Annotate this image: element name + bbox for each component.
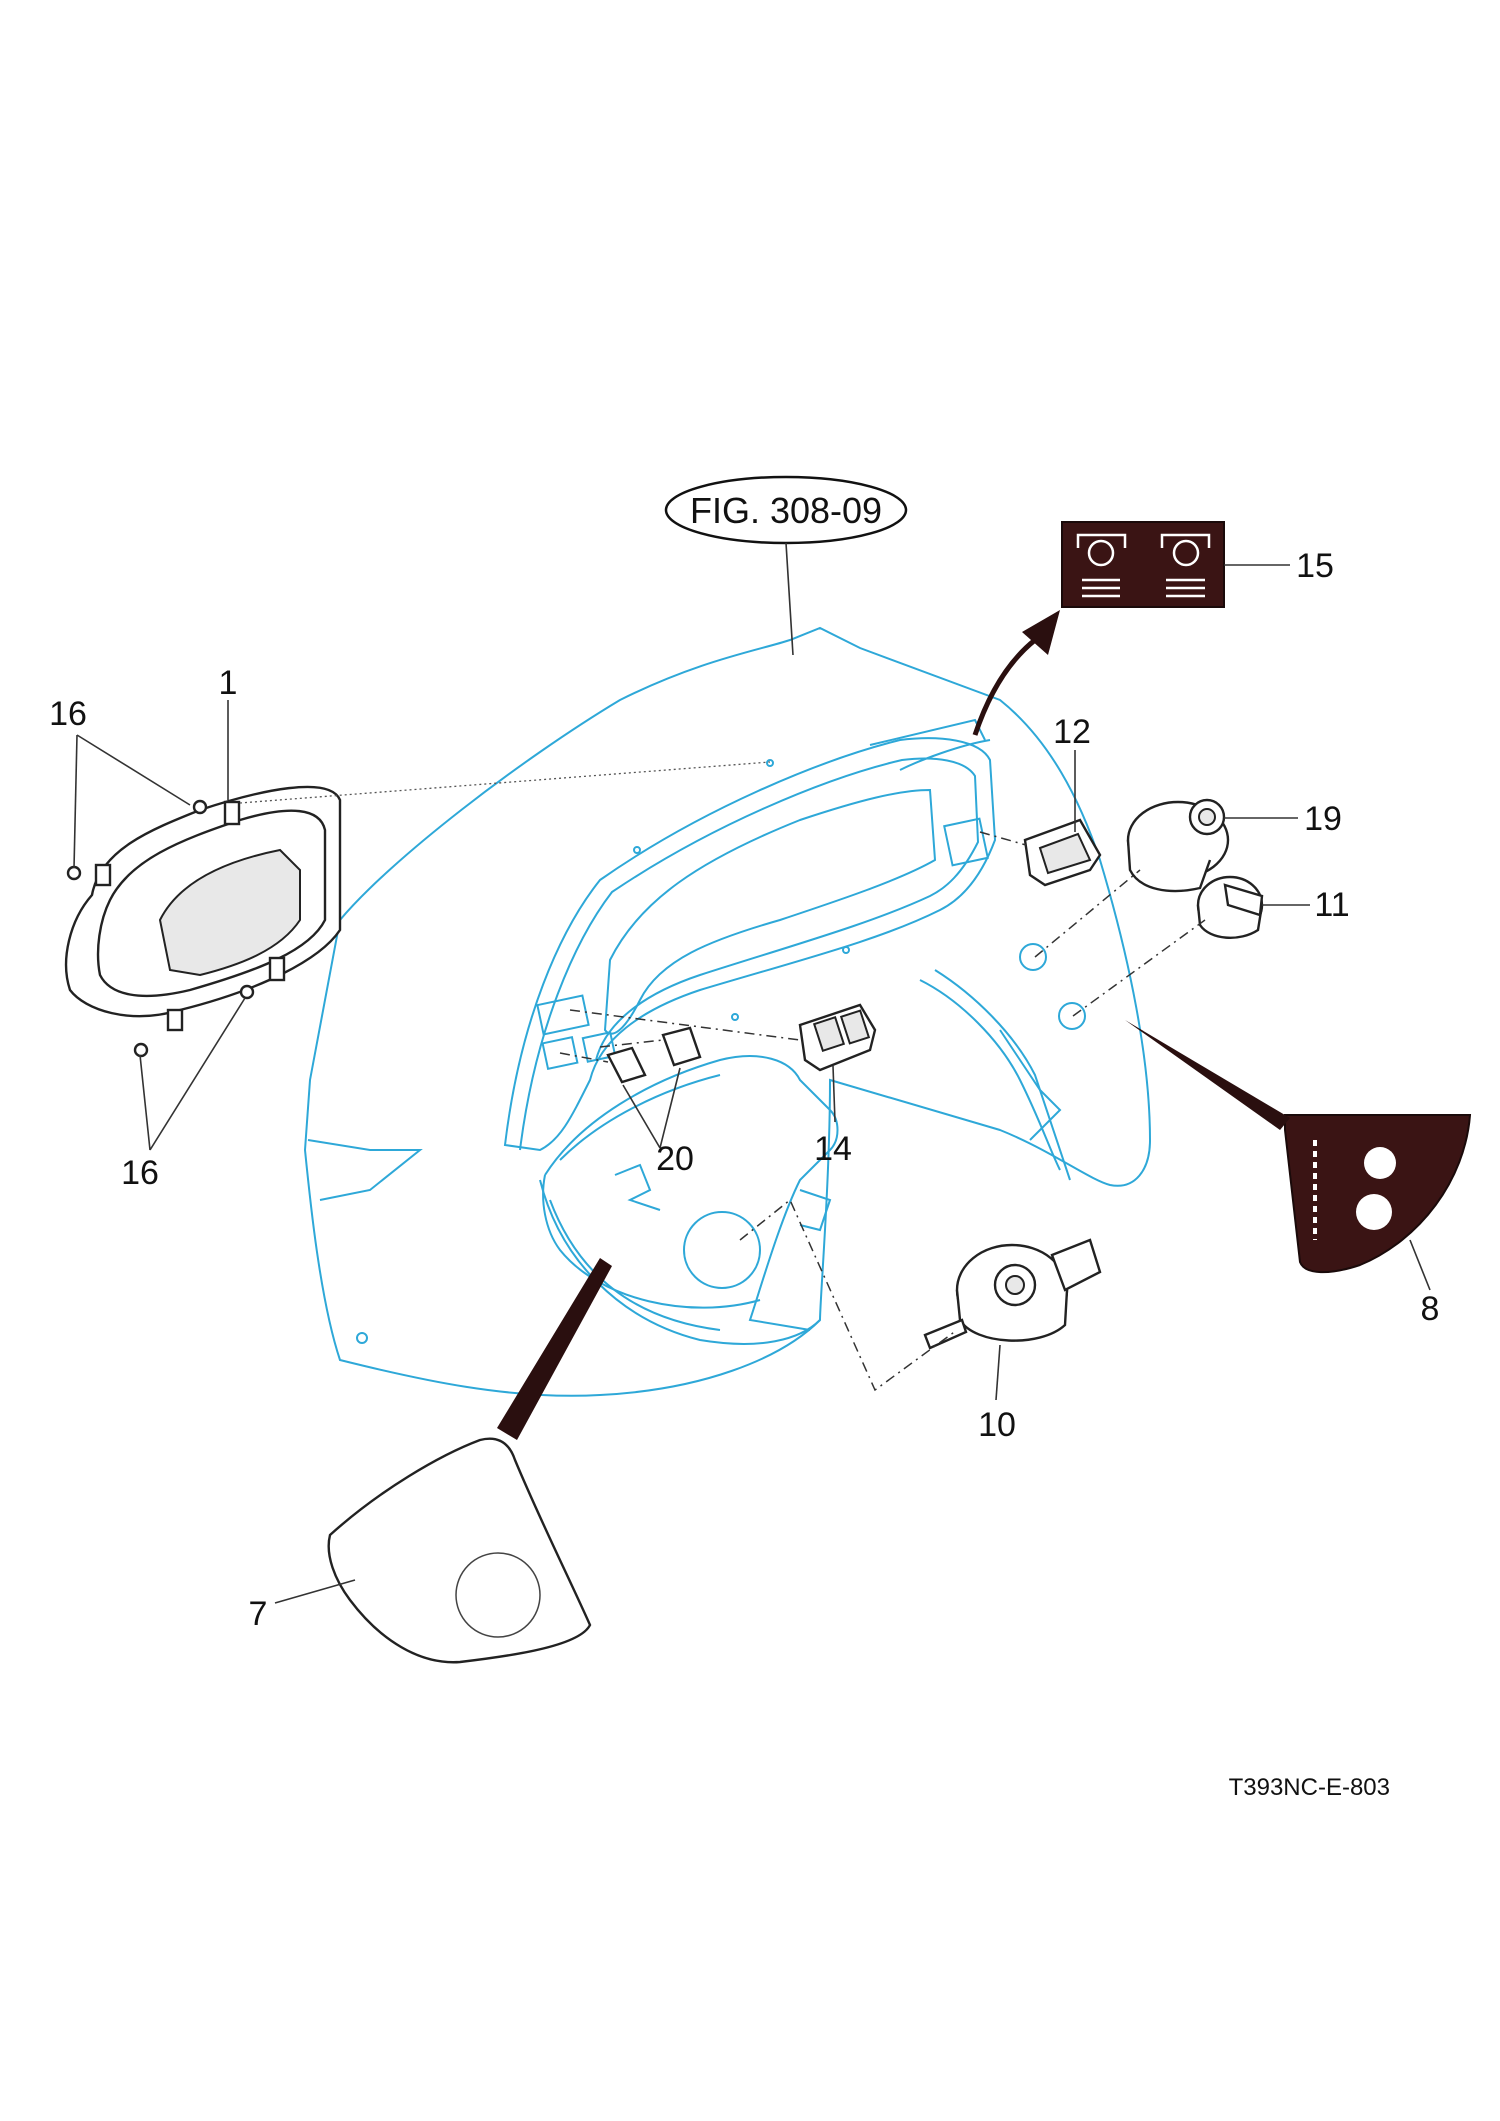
part-14-rocker-switch[interactable] (569, 1003, 877, 1072)
part-7-cover[interactable] (274, 1437, 592, 1664)
callouts: 1 16 16 12 15 19 11 14 20 8 10 7 (49, 547, 1439, 1633)
callout-1: 1 (219, 664, 238, 702)
callout-12: 12 (1053, 713, 1091, 751)
callout-11: 11 (1314, 886, 1349, 924)
figure-reference-label: FIG. 308-09 (690, 490, 882, 531)
callout-19: 19 (1304, 800, 1342, 838)
part-19-knob[interactable] (1034, 798, 1230, 958)
part-8-decal[interactable] (1284, 1114, 1472, 1291)
drawing-code: T393NC-E-803 (1229, 1774, 1390, 1801)
part-12-switch[interactable] (979, 818, 1102, 887)
screw-group-lower[interactable] (133, 984, 255, 1058)
callout-16-upper: 16 (49, 695, 87, 733)
part-20-covers[interactable] (559, 1026, 702, 1084)
part-10-ignition-switch[interactable] (739, 1198, 1102, 1392)
wedge-to-decal-8 (1125, 1020, 1290, 1130)
screw-group-upper[interactable] (66, 799, 208, 881)
callout-10: 10 (978, 1406, 1016, 1444)
dashboard-panel (303, 626, 1152, 1397)
figure-reference[interactable]: FIG. 308-09 (664, 475, 908, 656)
leader-lines (73, 700, 1310, 1401)
callout-16-lower: 16 (121, 1154, 159, 1192)
part-11-switch[interactable] (1072, 875, 1264, 1017)
callout-20: 20 (656, 1140, 694, 1178)
part-15-decal[interactable] (1061, 521, 1290, 608)
instrument-cluster[interactable] (64, 785, 342, 1032)
arrow-to-decal-15 (972, 610, 1060, 736)
callout-14: 14 (814, 1130, 852, 1168)
callout-7: 7 (249, 1595, 268, 1633)
callout-8: 8 (1421, 1290, 1440, 1328)
wedge-to-cover-7 (497, 1258, 612, 1440)
callout-15: 15 (1296, 547, 1334, 585)
